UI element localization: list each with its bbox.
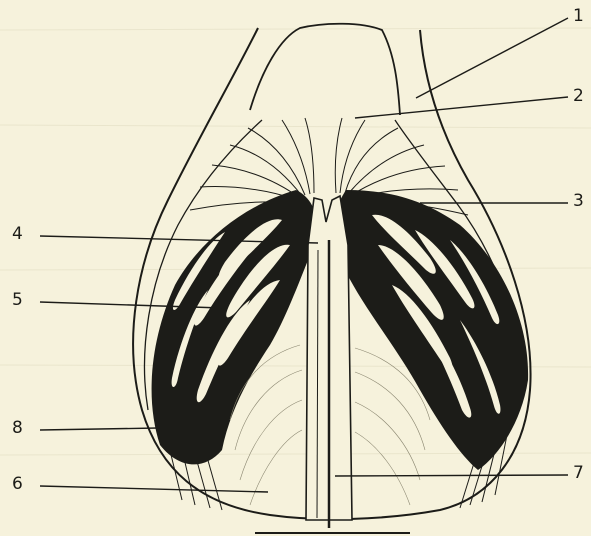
label-8: 8 [12,420,23,437]
label-2: 2 [573,88,584,105]
radiating-fine-lines [190,118,468,215]
leader-7 [335,475,568,476]
leader-6 [40,486,268,492]
label-7: 7 [573,465,584,482]
label-1: 1 [573,8,584,25]
leader-8 [40,428,158,430]
label-4: 4 [12,226,23,243]
leader-1 [416,18,568,98]
leader-2 [355,97,568,118]
label-5: 5 [12,292,23,309]
label-3: 3 [573,193,584,210]
label-6: 6 [12,476,23,493]
top-cap [250,24,400,115]
